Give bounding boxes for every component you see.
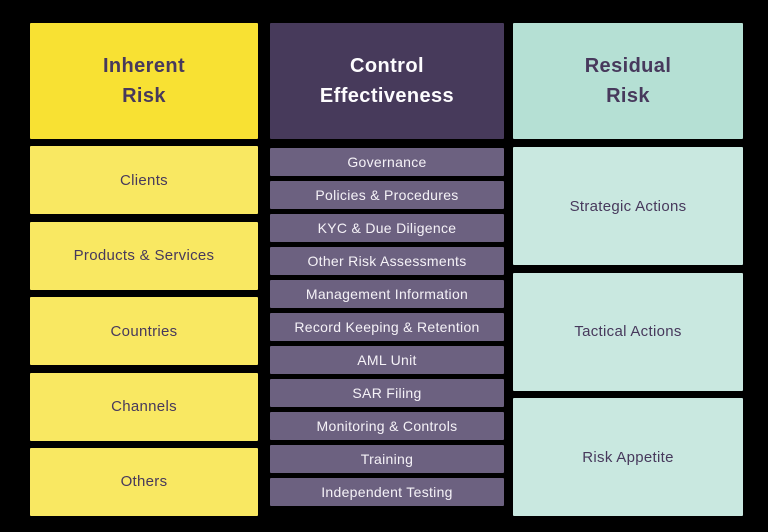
item-policies-procedures: Policies & Procedures xyxy=(270,181,504,210)
item-record-keeping-retention: Record Keeping & Retention xyxy=(270,313,504,342)
header-inherent-risk: Inherent Risk xyxy=(30,23,258,139)
item-management-information: Management Information xyxy=(270,280,504,309)
header-line: Risk xyxy=(122,85,166,107)
item-strategic-actions: Strategic Actions xyxy=(513,146,743,266)
item-kyc-due-diligence: KYC & Due Diligence xyxy=(270,214,504,243)
item-others: Others xyxy=(30,447,258,516)
item-tactical-actions: Tactical Actions xyxy=(513,272,743,391)
item-other-risk-assessments: Other Risk Assessments xyxy=(270,247,504,276)
header-line: Inherent xyxy=(102,55,186,77)
header-control-effectiveness: Control Effectiveness xyxy=(270,23,504,139)
header-line: Control xyxy=(350,55,424,77)
item-sar-filing: SAR Filing xyxy=(270,379,504,408)
header-line: Effectiveness xyxy=(319,85,455,107)
item-risk-appetite: Risk Appetite xyxy=(513,398,743,517)
header-residual-risk: Residual Risk xyxy=(513,23,743,139)
item-countries: Countries xyxy=(30,297,258,366)
column-inherent-risk: Inherent Risk Clients Products & Service… xyxy=(30,23,258,516)
item-aml-unit: AML Unit xyxy=(270,346,504,375)
header-line: Risk xyxy=(606,85,650,107)
column-control-effectiveness: Control Effectiveness Governance Policie… xyxy=(270,23,504,507)
item-channels: Channels xyxy=(30,372,258,441)
item-products-services: Products & Services xyxy=(30,221,258,290)
item-governance: Governance xyxy=(270,148,504,177)
header-line: Residual xyxy=(584,55,672,77)
item-clients: Clients xyxy=(30,146,258,215)
column-residual-risk: Residual Risk Strategic Actions Tactical… xyxy=(513,23,743,517)
item-independent-testing: Independent Testing xyxy=(270,478,504,507)
item-training: Training xyxy=(270,445,504,474)
item-monitoring-controls: Monitoring & Controls xyxy=(270,412,504,441)
